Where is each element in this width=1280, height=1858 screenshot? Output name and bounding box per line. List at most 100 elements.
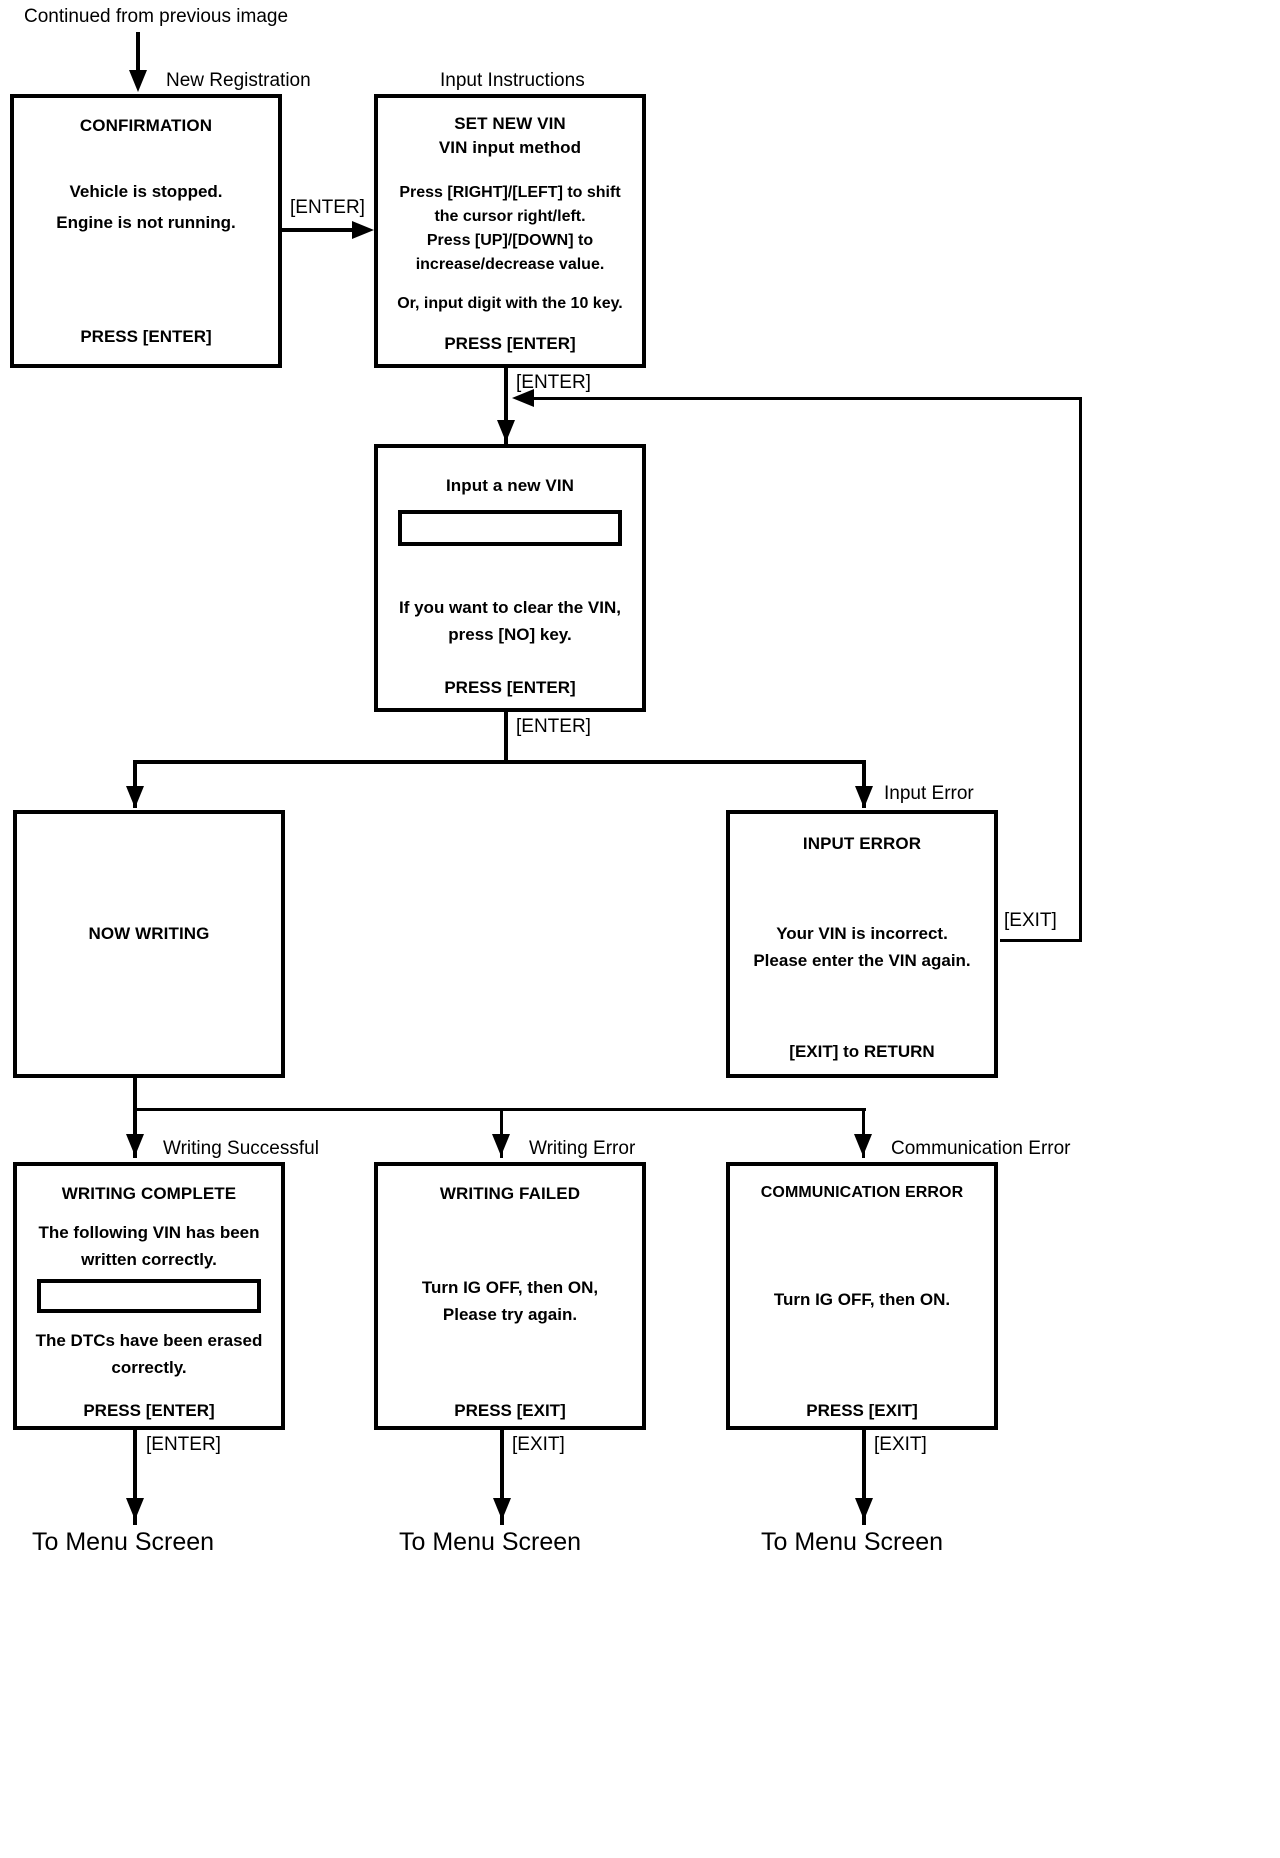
return-loop-exit-stub-line: [1000, 939, 1082, 942]
screen-now-writing-body: NOW WRITING: [17, 814, 281, 1074]
edge-arrow-down-icon-instructions-to-vin: [497, 420, 515, 442]
communication-error-line-1: Turn IG OFF, then ON.: [773, 1290, 951, 1309]
writing-complete-bottom-line-1: The DTCs have been erased: [35, 1331, 263, 1350]
branch-bus-line: [133, 760, 866, 764]
entry-connector-line: [136, 32, 140, 84]
caption-new-registration: New Registration: [166, 70, 311, 91]
screen-input-error[interactable]: INPUT ERROR Your VIN is incorrect. Pleas…: [726, 810, 998, 1078]
set-new-vin-extra-line: Or, input digit with the 10 key.: [397, 295, 623, 312]
confirmation-footer: PRESS [ENTER]: [80, 327, 212, 346]
caption-communication-error: Communication Error: [891, 1138, 1071, 1159]
writing-complete-vin-field: [37, 1279, 261, 1313]
input-error-title: INPUT ERROR: [802, 834, 922, 853]
screen-writing-complete-body: WRITING COMPLETE The following VIN has b…: [17, 1166, 281, 1426]
set-new-vin-line-1: Press [RIGHT]/[LEFT] to shift: [399, 184, 621, 201]
caption-writing-successful: Writing Successful: [163, 1138, 319, 1159]
writing-failed-footer: PRESS [EXIT]: [454, 1401, 566, 1420]
result-bus-line: [133, 1108, 866, 1111]
edge-label-enter-vin-to-branch: [ENTER]: [516, 716, 591, 737]
edge-label-exit-writing-failed-to-menu: [EXIT]: [512, 1434, 565, 1455]
entry-arrow-down-icon: [129, 70, 147, 92]
now-writing-title: NOW WRITING: [88, 924, 210, 943]
writing-complete-top-line-1: The following VIN has been: [38, 1223, 260, 1242]
confirmation-line-2: Engine is not running.: [56, 213, 236, 232]
input-new-vin-title: Input a new VIN: [445, 476, 575, 495]
edge-label-enter-confirm-to-instructions: [ENTER]: [290, 197, 365, 218]
result-middle-drop-line: [500, 1108, 503, 1158]
input-new-vin-line-2: press [NO] key.: [448, 625, 572, 644]
return-loop-horizontal-line: [520, 397, 1082, 400]
edge-line-confirm-to-instructions: [282, 228, 364, 232]
result-right-drop-line: [862, 1108, 865, 1158]
set-new-vin-line-2: the cursor right/left.: [434, 208, 586, 225]
screen-input-error-body: INPUT ERROR Your VIN is incorrect. Pleas…: [730, 814, 994, 1074]
screen-writing-failed[interactable]: WRITING FAILED Turn IG OFF, then ON, Ple…: [374, 1162, 646, 1430]
branch-trunk-line: [504, 712, 508, 762]
exit-line-communication-error: [862, 1430, 866, 1525]
exit-line-writing-complete: [133, 1430, 137, 1525]
screen-now-writing[interactable]: NOW WRITING: [13, 810, 285, 1078]
edge-line-instructions-to-vin: [504, 368, 508, 454]
confirmation-line-1: Vehicle is stopped.: [69, 182, 223, 201]
exit-arrow-down-icon-writing-complete: [126, 1498, 144, 1520]
writing-complete-title: WRITING COMPLETE: [61, 1184, 237, 1203]
screen-communication-error-body: COMMUNICATION ERROR Turn IG OFF, then ON…: [730, 1166, 994, 1426]
edge-label-enter-writing-complete-to-menu: [ENTER]: [146, 1434, 221, 1455]
exit-arrow-down-icon-communication-error: [855, 1498, 873, 1520]
terminal-to-menu-screen-2: To Menu Screen: [399, 1528, 582, 1556]
set-new-vin-title-line-1: SET NEW VIN: [454, 114, 566, 133]
edge-label-exit-input-error-return: [EXIT]: [1004, 910, 1057, 931]
set-new-vin-line-3: Press [UP]/[DOWN] to: [426, 232, 594, 249]
screen-writing-failed-body: WRITING FAILED Turn IG OFF, then ON, Ple…: [378, 1166, 642, 1426]
branch-arrow-down-icon-now-writing: [126, 786, 144, 808]
edge-label-exit-communication-error-to-menu: [EXIT]: [874, 1434, 927, 1455]
screen-set-new-vin[interactable]: SET NEW VIN VIN input method Press [RIGH…: [374, 94, 646, 368]
screen-input-new-vin[interactable]: Input a new VIN If you want to clear the…: [374, 444, 646, 712]
branch-arrow-down-icon-input-error: [855, 786, 873, 808]
edge-arrow-right-icon-confirm-to-instructions: [352, 221, 374, 239]
screen-set-new-vin-body: SET NEW VIN VIN input method Press [RIGH…: [378, 98, 642, 364]
communication-error-title: COMMUNICATION ERROR: [760, 1184, 964, 1201]
edge-label-enter-instructions-to-vin: [ENTER]: [516, 372, 591, 393]
input-new-vin-line-1: If you want to clear the VIN,: [399, 598, 621, 617]
input-error-line-1: Your VIN is incorrect.: [776, 924, 948, 943]
screen-communication-error[interactable]: COMMUNICATION ERROR Turn IG OFF, then ON…: [726, 1162, 998, 1430]
vin-input-field-value: [402, 514, 618, 524]
return-loop-arrow-left-icon: [512, 389, 534, 407]
screen-writing-complete[interactable]: WRITING COMPLETE The following VIN has b…: [13, 1162, 285, 1430]
terminal-to-menu-screen-1: To Menu Screen: [32, 1528, 215, 1556]
writing-complete-bottom-line-2: correctly.: [111, 1358, 187, 1377]
set-new-vin-footer: PRESS [ENTER]: [444, 334, 576, 353]
screen-input-new-vin-body: Input a new VIN If you want to clear the…: [378, 448, 642, 708]
caption-input-instructions: Input Instructions: [440, 70, 585, 91]
writing-failed-title: WRITING FAILED: [439, 1184, 581, 1203]
writing-failed-line-2: Please try again.: [442, 1305, 578, 1324]
input-new-vin-footer: PRESS [ENTER]: [444, 678, 576, 697]
writing-complete-vin-value: [41, 1283, 257, 1291]
return-loop-vertical-line: [1079, 397, 1082, 942]
screen-confirmation[interactable]: CONFIRMATION Vehicle is stopped. Engine …: [10, 94, 282, 368]
result-arrow-down-icon-writing-complete: [126, 1134, 144, 1156]
set-new-vin-title-line-2: VIN input method: [438, 138, 582, 157]
input-error-line-2: Please enter the VIN again.: [753, 951, 971, 970]
branch-right-drop-line: [862, 760, 866, 808]
exit-arrow-down-icon-writing-failed: [493, 1498, 511, 1520]
result-arrow-down-icon-communication-error: [854, 1134, 872, 1156]
set-new-vin-line-4: increase/decrease value.: [415, 256, 605, 273]
terminal-to-menu-screen-3: To Menu Screen: [761, 1528, 944, 1556]
communication-error-footer: PRESS [EXIT]: [806, 1401, 918, 1420]
vin-input-field[interactable]: [398, 510, 622, 546]
continued-from-previous-note: Continued from previous image: [24, 6, 289, 27]
branch-left-drop-line: [133, 760, 137, 808]
confirmation-title: CONFIRMATION: [79, 116, 213, 135]
now-writing-trunk-line: [133, 1078, 137, 1118]
input-error-footer: [EXIT] to RETURN: [789, 1042, 935, 1061]
exit-line-writing-failed: [500, 1430, 504, 1525]
screen-confirmation-body: CONFIRMATION Vehicle is stopped. Engine …: [14, 98, 278, 364]
writing-complete-top-line-2: written correctly.: [81, 1250, 217, 1269]
result-left-drop-line: [133, 1108, 137, 1158]
result-arrow-down-icon-writing-failed: [492, 1134, 510, 1156]
caption-writing-error: Writing Error: [529, 1138, 636, 1159]
caption-input-error: Input Error: [884, 783, 974, 804]
